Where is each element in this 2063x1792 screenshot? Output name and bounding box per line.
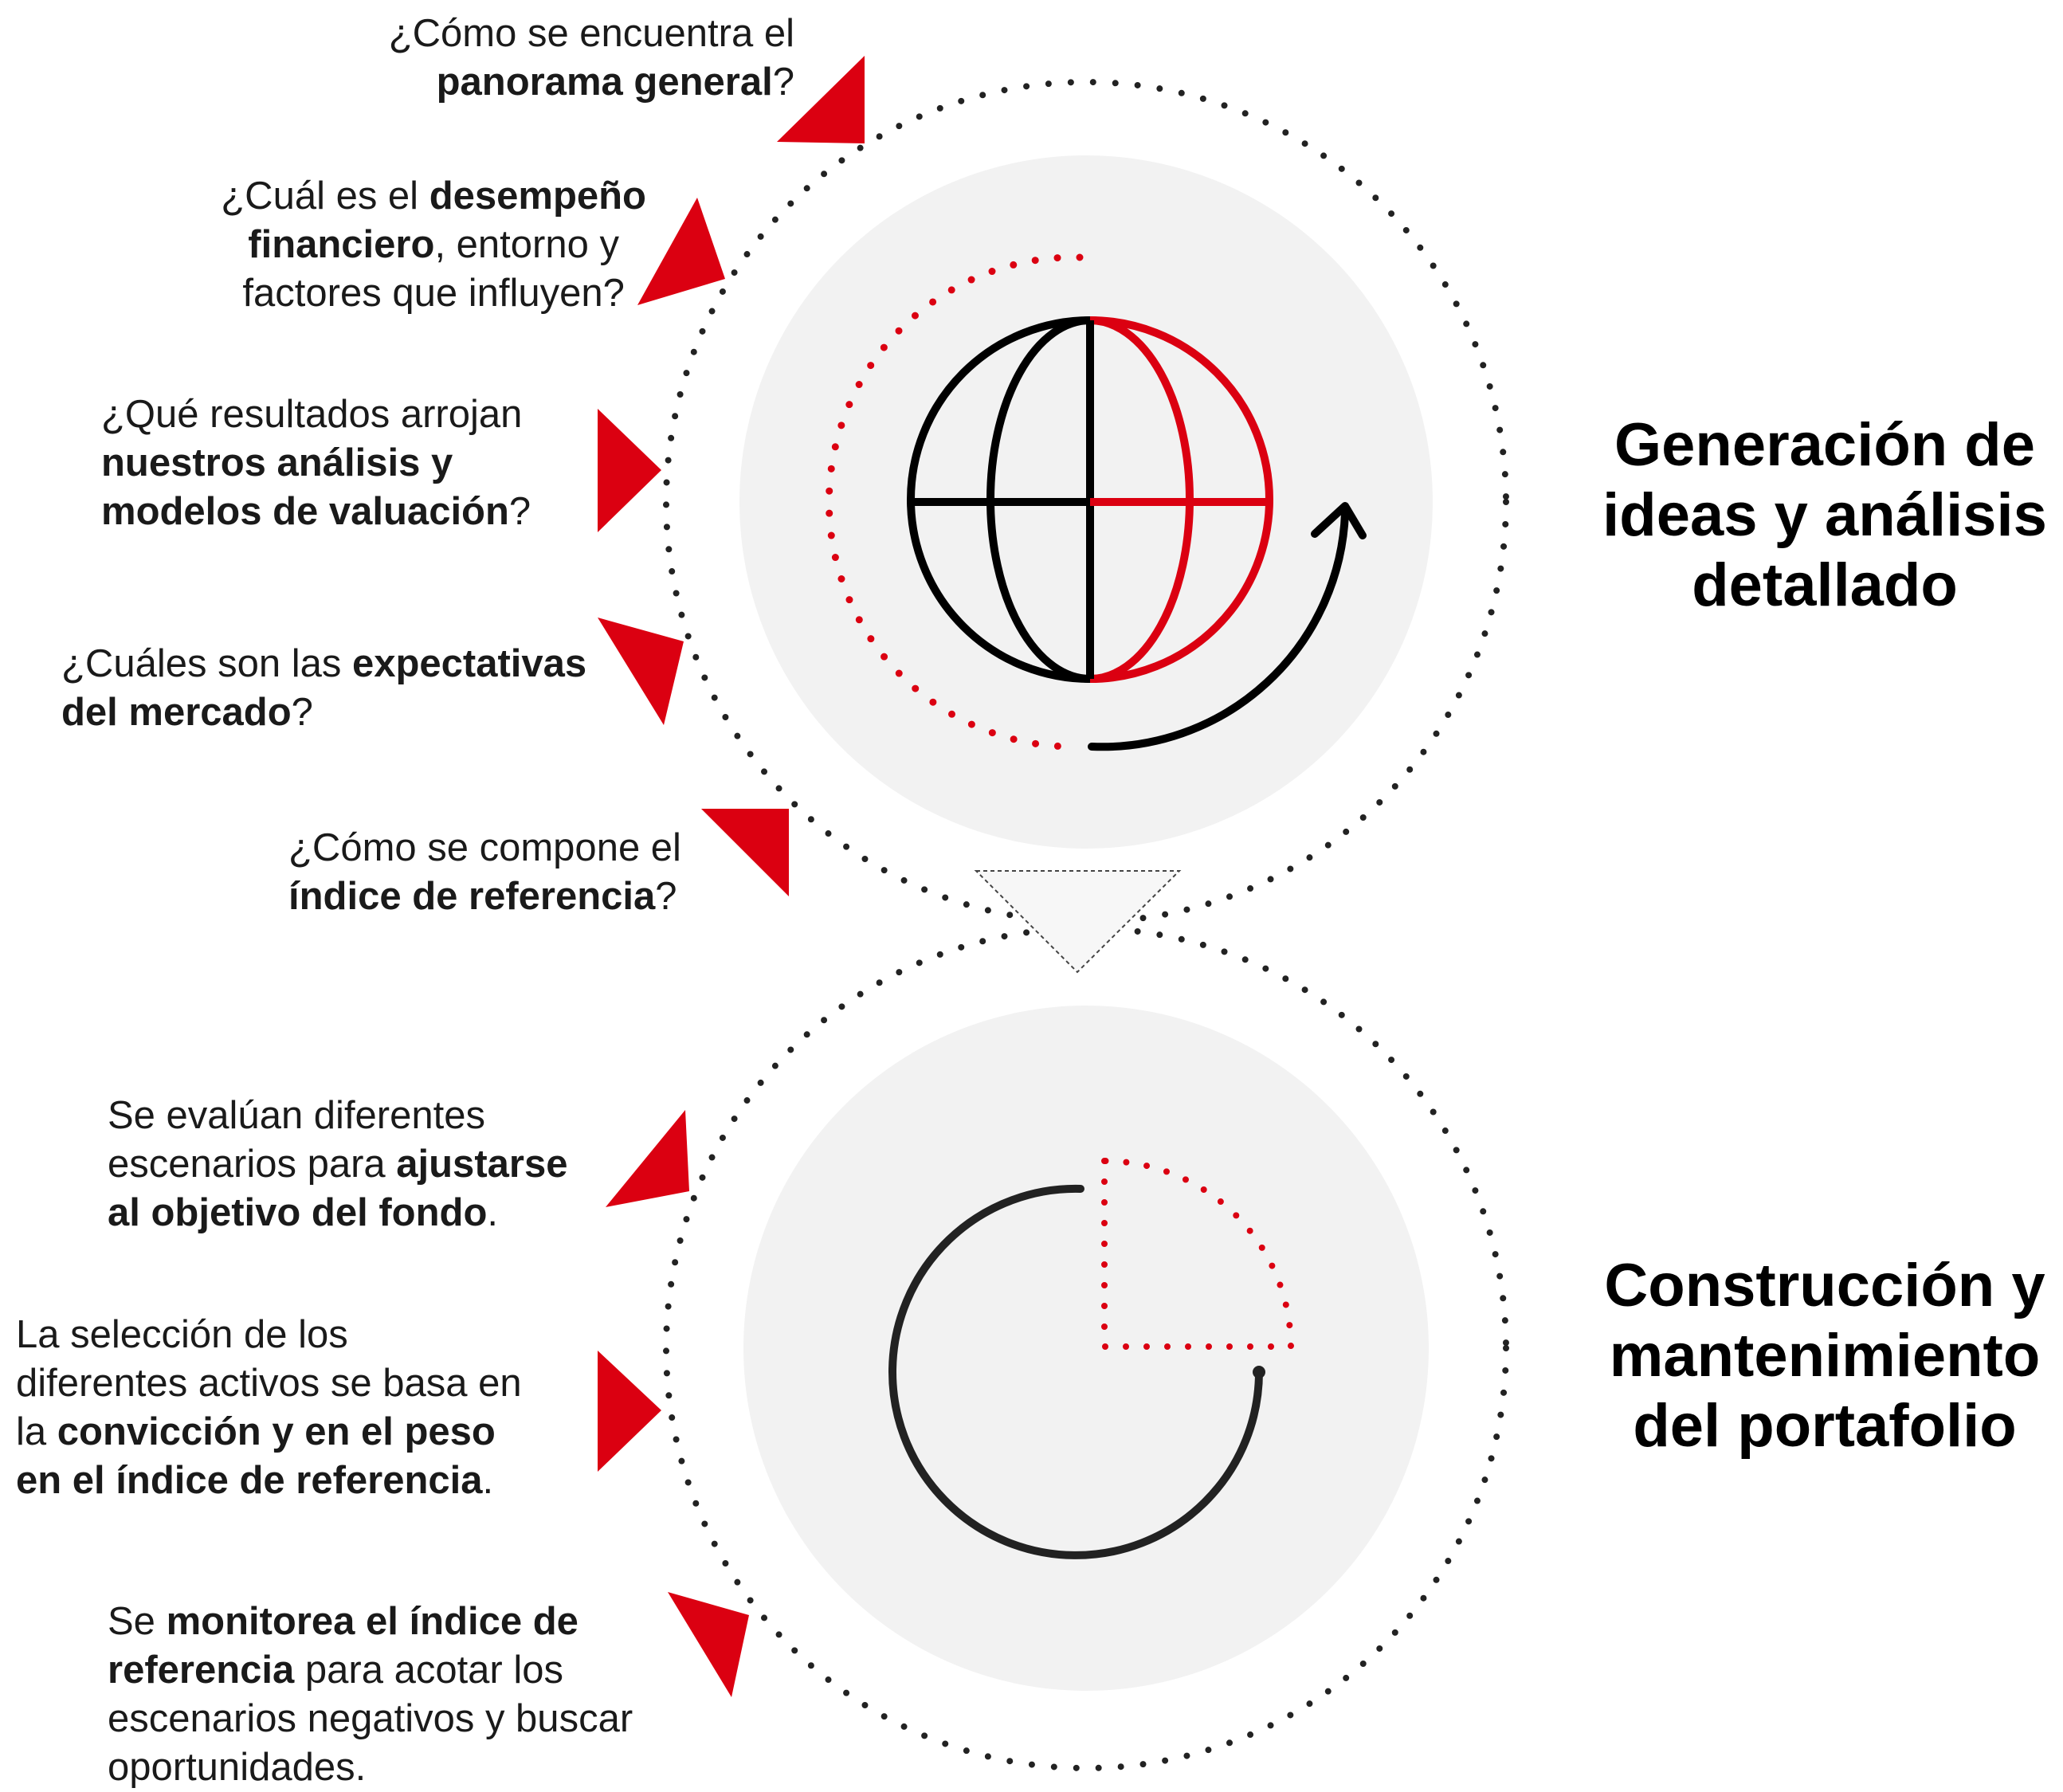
text-run: . [487, 1191, 499, 1234]
bold-text-run: ajustarse [396, 1143, 568, 1186]
title-line: Construcción y [1604, 1252, 2045, 1319]
text-line: Se evalúan diferentes [108, 1092, 567, 1140]
pie-segment-icon [888, 1158, 1295, 1559]
pointer-triangle-5 [701, 809, 789, 896]
text-run: . [482, 1459, 494, 1502]
bold-text-run: desempeño [429, 174, 646, 218]
text-run: escenarios negativos y buscar [108, 1697, 633, 1740]
pointer-triangle-6 [606, 1110, 689, 1207]
text-run: factores que influyen? [242, 272, 625, 315]
text-run: ¿Cómo se encuentra el [388, 12, 794, 55]
bold-text-run: al objetivo del fondo [108, 1191, 488, 1234]
title-line: ideas y análisis [1602, 481, 2047, 549]
text-run: oportunidades. [108, 1746, 367, 1789]
bold-text-run: financiero [248, 223, 435, 266]
text-line: La selección de los [16, 1311, 522, 1359]
text-line: escenarios negativos y buscar [108, 1695, 633, 1743]
bold-text-run: panorama general [436, 61, 773, 104]
text-run: ¿Qué resultados arrojan [101, 393, 523, 436]
text-run: La selección de los [16, 1313, 348, 1356]
text-line: escenarios para ajustarse [108, 1140, 567, 1189]
text-line: ¿Cómo se encuentra el [389, 10, 794, 58]
text-line: en el índice de referencia. [16, 1457, 522, 1505]
connector-triangle [974, 870, 1182, 974]
text-run: ? [291, 691, 313, 734]
text-line: oportunidades. [108, 1743, 633, 1792]
text-line: modelos de valuación? [101, 488, 531, 536]
bold-text-run: monitorea el índice de [166, 1600, 579, 1643]
text-line: diferentes activos se basa en [16, 1359, 522, 1408]
text-line: factores que influyen? [221, 269, 646, 318]
text-run: ¿Cuál es el [221, 174, 429, 218]
pointer-triangle-7 [598, 1351, 661, 1472]
text-line: financiero, entorno y [221, 221, 646, 269]
portfolio-dotted-ring [663, 925, 1509, 1771]
pointer-triangle-1 [777, 56, 865, 143]
text-line: índice de referencia? [288, 872, 681, 921]
text-line: Se monitorea el índice de [108, 1598, 633, 1646]
bold-text-run: referencia [108, 1649, 295, 1692]
title-line: mantenimiento [1609, 1322, 2041, 1390]
text-run: ? [772, 61, 794, 104]
text-run: la [16, 1410, 57, 1453]
text-run: Se [108, 1600, 167, 1643]
text-run: , entorno y [434, 223, 619, 266]
bold-text-run: en el índice de referencia [16, 1459, 483, 1502]
text-run: ¿Cómo se compone el [288, 826, 681, 869]
text-line: nuestros análisis y [101, 439, 531, 488]
title-line: detallado [1692, 551, 1958, 619]
question-modelos-valuacion: ¿Qué resultados arrojan nuestros análisis… [101, 390, 531, 536]
pointer-triangle-3 [598, 409, 661, 532]
title-line: del portafolio [1633, 1392, 2017, 1460]
text-line: la convicción y en el peso [16, 1408, 522, 1457]
text-line: panorama general? [389, 58, 794, 107]
text-line: al objetivo del fondo. [108, 1189, 567, 1237]
text-run: escenarios para [108, 1143, 397, 1186]
bold-text-run: índice de referencia [288, 875, 656, 918]
text-run: ¿Cuáles son las [61, 642, 352, 685]
ideas-dotted-ring [663, 79, 1509, 925]
globe-refresh-icon [825, 253, 1367, 751]
pointer-triangle-2 [637, 198, 725, 305]
title-line: Generación de [1614, 411, 2035, 479]
portfolio-disc [743, 1006, 1429, 1691]
pointer-triangle-8 [668, 1592, 749, 1697]
text-line: ¿Qué resultados arrojan [101, 390, 531, 439]
text-line: del mercado? [61, 688, 586, 737]
statement-seleccion-activos: La selección de los diferentes activos se… [16, 1311, 522, 1505]
text-line: ¿Cuáles son las expectativas [61, 640, 586, 688]
bold-text-run: expectativas [351, 642, 587, 685]
bold-text-run: convicción y en el peso [57, 1410, 496, 1453]
bold-text-run: nuestros análisis y [101, 441, 453, 484]
text-run: diferentes activos se basa en [16, 1362, 522, 1405]
text-run: ? [508, 490, 531, 533]
text-run: para acotar los [294, 1649, 564, 1692]
text-run: ? [655, 875, 677, 918]
text-line: ¿Cuál es el desempeño [221, 172, 646, 221]
bold-text-run: del mercado [61, 691, 292, 734]
text-line: referencia para acotar los [108, 1646, 633, 1695]
pointer-triangle-4 [598, 618, 684, 725]
text-line: ¿Cómo se compone el [288, 824, 681, 872]
bold-text-run: modelos de valuación [101, 490, 509, 533]
text-run: Se evalúan diferentes [108, 1094, 485, 1137]
